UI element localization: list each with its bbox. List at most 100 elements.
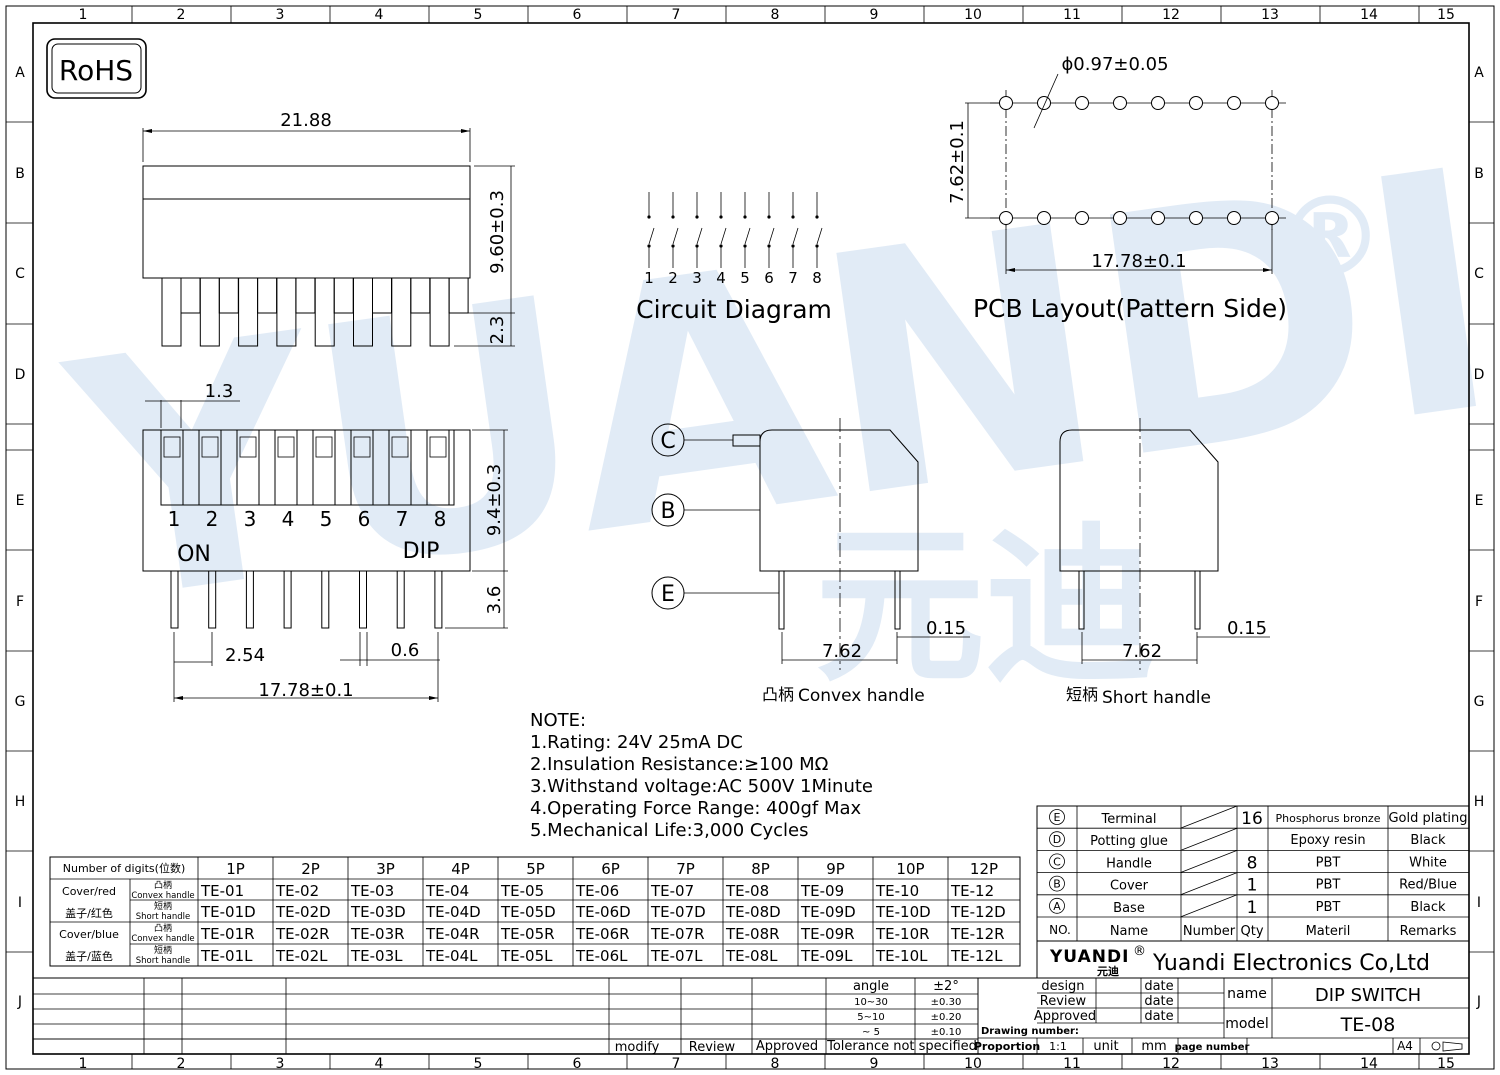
convex-label: Convex handle [798,686,925,706]
column-label-top: 3 [276,7,285,23]
model-cell: TE-10L [875,947,928,965]
column-label-top: 8 [771,7,780,23]
switch-number: 3 [244,507,257,531]
model-cell: TE-12R [950,925,1005,943]
bom-no: E [1054,811,1061,824]
table-header: 3P [376,860,395,878]
model-cell: TE-07R [650,925,705,943]
bom-name: Terminal [1101,812,1157,827]
model-cell: TE-10R [875,925,930,943]
on-label: ON [177,542,211,567]
column-label-bottom: 6 [573,1056,582,1072]
callout-c: C [660,429,675,454]
column-label-bottom: 13 [1261,1056,1279,1072]
circuit-pin-number: 7 [788,269,798,287]
bom-no: A [1053,900,1061,913]
logo-cn: 元迪 [1097,964,1119,978]
top-height-dim: 9.4±0.3 [484,464,505,536]
model-cell: TE-04D [425,903,481,921]
row-type-cn: 凸柄 [154,879,172,891]
short-label: Short handle [1102,688,1211,708]
table-header: 8P [751,860,770,878]
column-label-top: 2 [177,7,186,23]
column-label-bottom: 3 [276,1056,285,1072]
model-cell: TE-07L [650,947,703,965]
column-label-top: 9 [870,7,879,23]
column-label-bottom: 15 [1437,1056,1455,1072]
column-label-top: 11 [1063,7,1081,23]
bom-name: Base [1113,901,1145,916]
model-cell: TE-01D [200,903,256,921]
row-type: Convex handle [131,934,194,944]
model-cell: TE-07D [650,903,706,921]
model-cell: TE-02 [275,882,319,900]
bom-no: D [1053,833,1061,846]
model-cell: TE-06R [575,925,630,943]
switch-number: 2 [206,507,219,531]
front-height-dim: 9.60±0.3 [487,190,508,274]
pcb-hole-dim: ϕ0.97±0.05 [1061,54,1168,75]
bom-qty: 8 [1247,853,1258,873]
group-label-cn: 盖子/蓝色 [65,949,113,963]
tolerance-range: angle [853,979,889,994]
circuit-pin-number: 4 [716,269,726,287]
column-label-top: 14 [1360,7,1378,23]
circuit-pin-number: 6 [764,269,774,287]
title-block: YUANDI ® 元迪 Yuandi Electronics Co,Ltd an… [33,941,1469,1055]
circuit-pin-number: 3 [692,269,702,287]
circuit-pin-number: 8 [812,269,822,287]
model-cell: TE-05L [500,947,553,965]
bom-material: Epoxy resin [1290,833,1365,848]
short-thk-dim: 0.15 [1227,618,1267,639]
model-cell: TE-02L [275,947,328,965]
notes: NOTE: 1.Rating: 24V 25mA DC 2.Insulation… [530,710,873,841]
span-dim: 17.78±0.1 [258,680,353,701]
row-type-cn: 短柄 [154,900,172,912]
tolerance-range: ~ 5 [862,1027,880,1038]
switch-number: 6 [358,507,371,531]
front-pin-dim: 2.3 [487,316,508,345]
front-view: 21.88 9.60±0.3 2.3 [142,110,515,347]
front-width-dim: 21.88 [280,110,332,131]
bom-qty: 1 [1247,898,1258,918]
review-label: Review [1040,994,1087,1009]
convex-thk-dim: 0.15 [926,618,966,639]
note-4: 4.Operating Force Range: 400gf Max [530,798,862,819]
scale-value: 1:1 [1049,1040,1067,1053]
table-header: 2P [301,860,320,878]
bom-header-qty: Qty [1240,924,1263,939]
switch-number: 8 [434,507,447,531]
row-label-right: C [1474,266,1484,282]
column-label-top: 13 [1261,7,1279,23]
model-cell: TE-08 [725,882,769,900]
model-cell: TE-03R [350,925,405,943]
model-cell: TE-10D [875,903,931,921]
row-label-left: C [15,266,25,282]
circuit-pin-number: 5 [740,269,750,287]
short-pitch-dim: 7.62 [1122,641,1162,662]
column-label-bottom: 11 [1063,1056,1081,1072]
circuit-pin-number: 2 [668,269,678,287]
dip-label: DIP [403,539,440,564]
column-label-bottom: 4 [375,1056,384,1072]
row-label-left: F [16,594,24,610]
drawing-number-label: Drawing number: [981,1026,1079,1037]
drawing-name: DIP SWITCH [1315,985,1421,1006]
model-cell: TE-01L [200,947,253,965]
bom-remarks: Gold plating [1388,811,1467,826]
model-cell: TE-08D [725,903,781,921]
page-number-label: page number [1175,1042,1250,1053]
proportion-label: Proportion [974,1040,1040,1053]
model-cell: TE-04R [425,925,480,943]
convex-pitch-dim: 7.62 [822,641,862,662]
model-cell: TE-03 [350,882,394,900]
model-cell: TE-09D [800,903,856,921]
model-cell: TE-08R [725,925,780,943]
unit-value: mm [1141,1039,1166,1054]
circuit-title: Circuit Diagram [636,295,832,324]
row-label-right: A [1474,65,1484,81]
bom-material: Phosphorus bronze [1276,812,1381,825]
group-label-cn: 盖子/红色 [65,906,113,920]
column-label-bottom: 7 [672,1056,681,1072]
